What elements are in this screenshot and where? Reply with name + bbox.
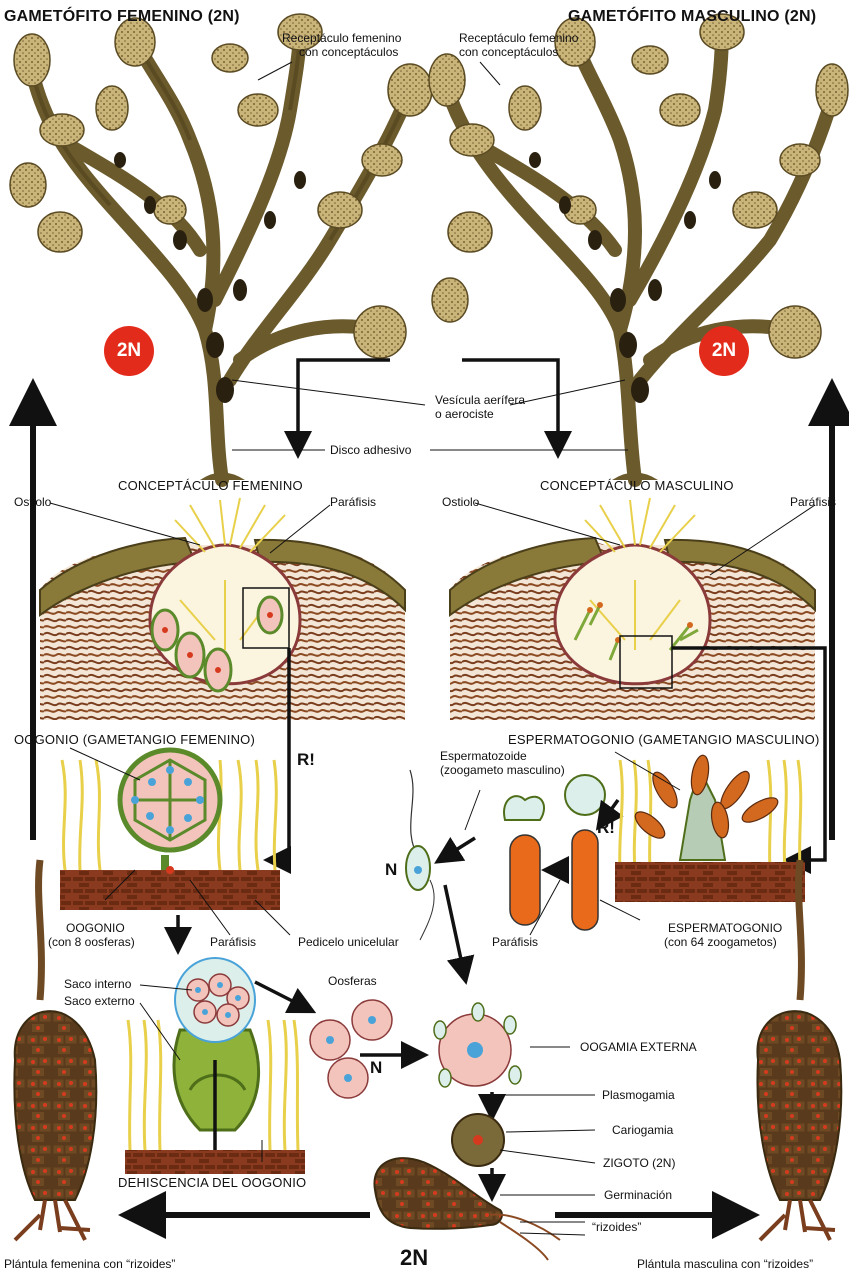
label-paraphyses-mid: Paráfisis — [210, 936, 256, 949]
label-karyogamy: Cariogamia — [612, 1124, 673, 1137]
label-female-receptacle-1: Receptáculo femenino — [282, 32, 401, 45]
label-male-receptacle-2: con conceptáculos — [459, 46, 558, 59]
label-paraphyses-left: Paráfisis — [330, 496, 376, 509]
label-haploid-egg: N — [370, 1058, 382, 1078]
spermatozoid — [406, 770, 434, 940]
oogonium-panel — [60, 750, 280, 910]
label-female-receptacle-2: con conceptáculos — [299, 46, 398, 59]
label-oospheres: Oosferas — [328, 975, 377, 988]
male-conceptacle — [450, 498, 815, 720]
label-oogonium-8-2: (con 8 oosferas) — [48, 936, 135, 949]
label-external-oogamy: OOGAMIA EXTERNA — [580, 1041, 697, 1054]
label-meiosis-right: R! — [597, 818, 615, 838]
label-spermatogonium-title: ESPERMATOGONIO (GAMETANGIO MASCULINO) — [508, 732, 819, 747]
label-male-conceptacle: CONCEPTÁCULO MASCULINO — [540, 478, 734, 493]
label-ostiole-left: Ostiolo — [14, 496, 51, 509]
spermatogonium-panel — [615, 754, 805, 902]
label-vesicle-2: o aerociste — [435, 408, 494, 421]
female-plantlet — [14, 860, 96, 1240]
ploidy-badge-right: 2N — [699, 326, 749, 376]
spermatogonia-release — [504, 775, 605, 930]
label-female-conceptacle: CONCEPTÁCULO FEMENINO — [118, 478, 303, 493]
oospheres — [310, 1000, 392, 1098]
label-plantlet-male: Plántula masculina con “rizoides” — [637, 1258, 813, 1271]
label-vesicle-1: Vesícula aerífera — [435, 394, 525, 407]
label-spermatogonium-64-2: (con 64 zoogametos) — [664, 936, 777, 949]
label-meiosis-left: R! — [297, 750, 315, 770]
label-spermatogonium-64-1: ESPERMATOGONIO — [668, 922, 782, 935]
label-pedicel: Pedicelo unicelular — [298, 936, 399, 949]
label-male-receptacle-1: Receptáculo femenino — [459, 32, 578, 45]
oogamy-cell — [434, 1003, 521, 1087]
female-conceptacle — [40, 498, 405, 720]
label-germination: Germinación — [604, 1189, 672, 1202]
label-spermatozoid-2: (zoogameto masculino) — [440, 764, 565, 777]
male-plantlet — [757, 860, 841, 1240]
label-paraphyses-right: Paráfisis — [790, 496, 836, 509]
label-dehiscence: DEHISCENCIA DEL OOGONIO — [118, 1175, 306, 1190]
label-oogonium-8-1: OOGONIO — [66, 922, 125, 935]
dehiscence-panel — [125, 958, 305, 1174]
label-plantlet-female: Plántula femenina con “rizoides” — [4, 1258, 175, 1271]
label-paraphyses-male-low: Paráfisis — [492, 936, 538, 949]
label-holdfast: Disco adhesivo — [330, 444, 411, 457]
female-thallus — [10, 14, 432, 480]
ploidy-label-bottom: 2N — [400, 1245, 428, 1271]
label-outer-sac: Saco externo — [64, 995, 135, 1008]
label-rhizoids: “rizoides” — [592, 1221, 641, 1234]
label-spermatozoid-1: Espermatozoide — [440, 750, 527, 763]
label-haploid-sperm: N — [385, 860, 397, 880]
label-ostiole-right: Ostiolo — [442, 496, 479, 509]
label-zygote: ZIGOTO (2N) — [603, 1157, 675, 1170]
label-oogonium-title: OOGONIO (GAMETANGIO FEMENINO) — [14, 732, 255, 747]
label-plasmogamy: Plasmogamia — [602, 1089, 675, 1102]
label-inner-sac: Saco interno — [64, 978, 131, 991]
ploidy-badge-left: 2N — [104, 326, 154, 376]
female-gametophyte-title: GAMETÓFITO FEMENINO (2N) — [4, 8, 240, 26]
male-gametophyte-title: GAMETÓFITO MASCULINO (2N) — [568, 8, 816, 26]
